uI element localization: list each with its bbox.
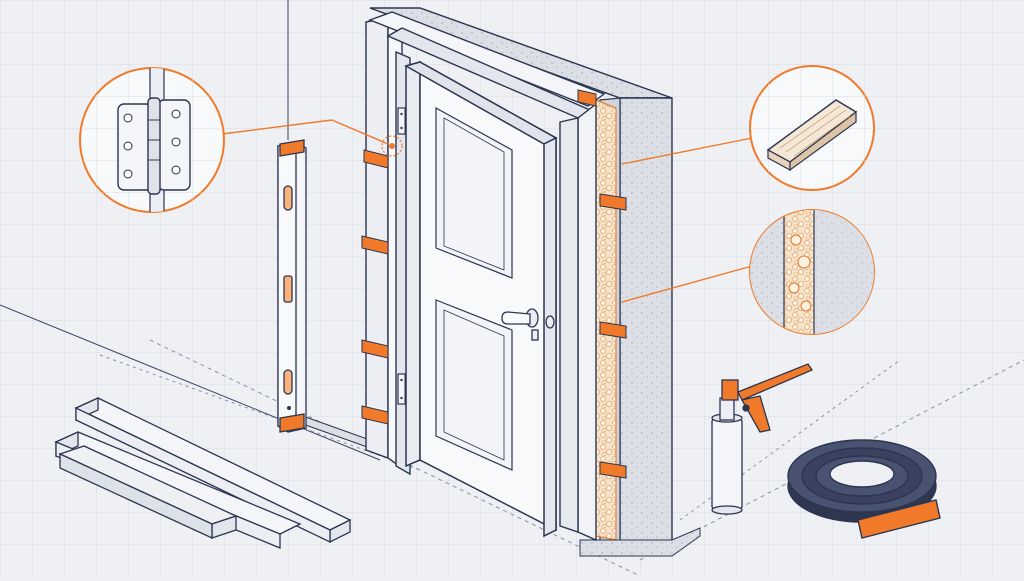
trim-mouldings — [54, 396, 352, 549]
spirit-level — [277, 139, 307, 433]
door-upper-panel — [435, 106, 513, 279]
hinge-icon — [80, 68, 224, 212]
hinge-focus-marker — [381, 135, 403, 157]
shims-right — [577, 89, 627, 479]
foam-gun — [711, 363, 813, 515]
shims-left — [361, 149, 389, 425]
wall-block — [369, 7, 701, 557]
sealing-tape-roll — [787, 439, 941, 539]
door-frame — [365, 11, 606, 542]
door-lower-panel — [435, 299, 513, 471]
door-handle — [501, 308, 555, 341]
level-vial-bottom — [283, 369, 293, 395]
callout-hinge — [79, 67, 389, 213]
level-vial-top — [283, 185, 293, 211]
foam-can — [711, 417, 743, 511]
level-vial-mid — [283, 275, 293, 303]
tape-strip — [857, 499, 941, 539]
callout-shim — [621, 65, 875, 191]
door-leaf — [404, 60, 558, 538]
shim-icon — [750, 66, 874, 190]
